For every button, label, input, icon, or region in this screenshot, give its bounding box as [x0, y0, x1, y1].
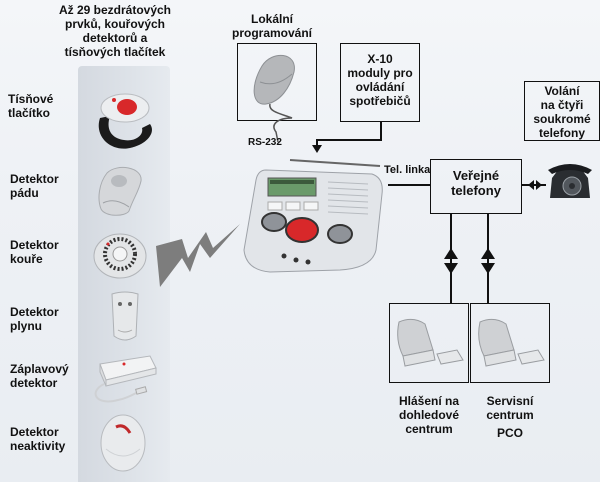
label-line: Servisní [486, 394, 534, 408]
fall-detector-icon [98, 166, 142, 216]
service-center-label: Servisní centrum PCO [460, 394, 560, 440]
telephone-icon [548, 164, 592, 198]
panic-button-wristband-icon [98, 93, 152, 149]
bidirectional-arrow-icon [528, 180, 542, 190]
label-line: dohledové [398, 408, 459, 422]
x10-connector [380, 122, 382, 140]
label-line: plynu [10, 319, 42, 333]
bidirectional-arrow-icon [481, 248, 495, 274]
label-line: kouře [10, 252, 43, 266]
phone-line-connector [388, 184, 430, 186]
label-line: ovládání [355, 80, 405, 94]
service-center-box [470, 303, 550, 383]
bidirectional-arrow-icon [444, 248, 458, 274]
label-line: Detektor [10, 172, 59, 186]
device-label-flood-detector: Záplavový detektor [10, 362, 69, 390]
label-line: telefony [538, 126, 585, 140]
header-line: detektorů a [82, 31, 148, 45]
label-line: Záplavový [10, 362, 69, 376]
device-label-inactivity-detector: Detektor neaktivity [10, 425, 65, 453]
label-line: centrum [405, 422, 453, 436]
label-line: centrum [486, 408, 534, 422]
label-line: telefony [451, 183, 501, 198]
lightning-bolt-icon [156, 224, 240, 287]
arrow-down-icon [312, 145, 322, 153]
x10-label: X-10 moduly pro ovládání spotřebičů [340, 52, 420, 108]
label-line: spotřebičů [349, 94, 411, 108]
device-label-fall-detector: Detektor pádu [10, 172, 59, 200]
device-label-panic-button: Tísňové tlačítko [8, 92, 53, 120]
label-line: Hlášení na [398, 394, 460, 408]
header-line: Až 29 bezdrátových [58, 3, 172, 17]
gas-detector-icon [111, 291, 139, 341]
label-line: PCO [496, 426, 523, 440]
label-line: Volání [544, 84, 580, 98]
label-line: detektor [10, 376, 58, 390]
devices-header: Až 29 bezdrátových prvků, kouřových dete… [50, 3, 180, 59]
label-line: Detektor [10, 305, 59, 319]
private-calls-label: Volání na čtyři soukromé telefony [524, 84, 600, 140]
phone-line-label: Tel. linka [384, 164, 431, 176]
computer-icon [478, 318, 545, 367]
public-phones-label: Veřejné telefony [430, 168, 522, 198]
rs232-label: RS-232 [248, 137, 282, 148]
monitoring-center-box [389, 303, 469, 383]
label-line: Lokální [250, 12, 293, 26]
monitoring-center-label: Hlášení na dohledové centrum [379, 394, 479, 436]
label-line: X-10 [367, 52, 393, 66]
alarm-base-unit-icon [243, 159, 383, 273]
label-line: pádu [10, 186, 39, 200]
label-line: Tísňové [8, 92, 54, 106]
x10-connector [316, 139, 318, 147]
label-line: Detektor [10, 425, 59, 439]
label-line: neaktivity [10, 439, 66, 453]
local-programming-label: Lokální programování [232, 12, 312, 40]
smoke-detector-icon [93, 233, 147, 279]
flood-detector-icon [94, 355, 157, 403]
device-label-smoke-detector: Detektor kouře [10, 238, 59, 266]
label-line: tlačítko [8, 106, 51, 120]
computer-icon [397, 318, 464, 367]
label-line: Veřejné [452, 168, 500, 183]
device-label-gas-detector: Detektor plynu [10, 305, 59, 333]
local-programming-box [237, 43, 317, 121]
label-line: programování [232, 26, 313, 40]
label-line: moduly pro [347, 66, 413, 80]
x10-box [340, 43, 420, 122]
x10-connector [316, 139, 382, 141]
header-line: prvků, kouřových [64, 17, 166, 31]
header-line: tísňových tlačítek [64, 45, 166, 59]
public-phones-box [430, 159, 522, 214]
label-line: na čtyři [540, 98, 584, 112]
inactivity-detector-icon [100, 414, 146, 472]
mouse-icon [253, 54, 295, 143]
label-line: Detektor [10, 238, 59, 252]
label-line: soukromé [533, 112, 591, 126]
